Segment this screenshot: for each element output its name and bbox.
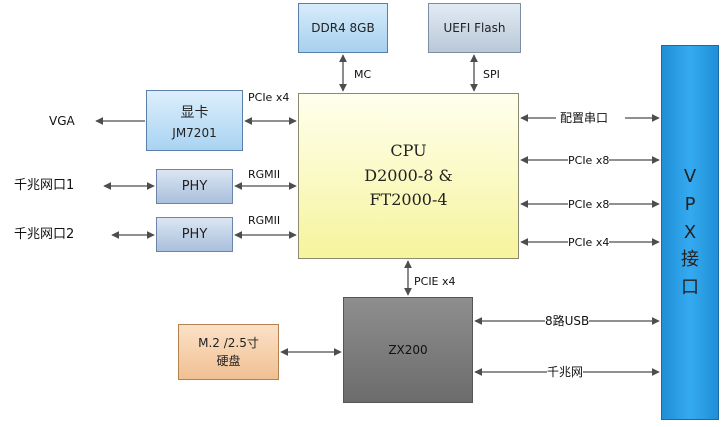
storage-block: M.2 /2.5寸 硬盘 xyxy=(178,324,279,380)
phy2-block: PHY xyxy=(156,217,233,252)
phy1-block: PHY xyxy=(156,169,233,204)
phy1-label: PHY xyxy=(181,179,208,194)
serial-label: 配置串口 xyxy=(560,111,609,125)
vpx-char: X xyxy=(683,221,697,243)
gbe-link-label: 千兆网 xyxy=(547,365,584,379)
vga-label: VGA xyxy=(49,114,75,128)
gbe1-label: 千兆网口1 xyxy=(14,178,75,193)
rgmii1-label: RGMII xyxy=(248,168,281,181)
uefi-label: UEFI Flash xyxy=(443,21,506,35)
pcie-x8-2-label: PCIe x8 xyxy=(568,198,610,211)
usb-label: 8路USB xyxy=(545,314,590,328)
zx200-label: ZX200 xyxy=(388,343,428,357)
cpu-model-1: D2000-8 & xyxy=(364,165,453,185)
rgmii2-label: RGMII xyxy=(248,214,281,227)
gpu-title: 显卡 xyxy=(180,104,209,121)
ddr4-memory-block: DDR4 8GB xyxy=(298,3,388,53)
vpx-char: 口 xyxy=(681,277,699,299)
gpu-block: 显卡 JM7201 xyxy=(146,90,243,151)
uefi-flash-block: UEFI Flash xyxy=(428,3,521,53)
mc-label: MC xyxy=(354,68,372,81)
zx-pcie-label: PCIE x4 xyxy=(414,275,456,288)
gbe2-label: 千兆网口2 xyxy=(14,227,75,242)
vpx-char: 接 xyxy=(681,249,699,271)
gpu-pcie-label: PCIe x4 xyxy=(248,91,290,104)
cpu-model-2: FT2000-4 xyxy=(369,190,448,210)
cpu-block: CPU D2000-8 & FT2000-4 xyxy=(298,93,519,259)
pcie-x4-label: PCIe x4 xyxy=(568,236,610,249)
vpx-char: V xyxy=(683,165,697,187)
zx200-block: ZX200 xyxy=(343,297,473,403)
spi-label: SPI xyxy=(483,68,500,81)
storage-label-1: M.2 /2.5寸 xyxy=(198,336,259,350)
phy2-label: PHY xyxy=(181,227,208,242)
ddr4-label: DDR4 8GB xyxy=(311,21,375,35)
vpx-connector-block: V P X 接 口 xyxy=(661,45,719,420)
cpu-title: CPU xyxy=(390,140,427,160)
storage-label-2: 硬盘 xyxy=(216,354,241,368)
pcie-x8-1-label: PCIe x8 xyxy=(568,154,610,167)
gpu-model: JM7201 xyxy=(172,125,217,140)
vpx-char: P xyxy=(684,193,696,215)
